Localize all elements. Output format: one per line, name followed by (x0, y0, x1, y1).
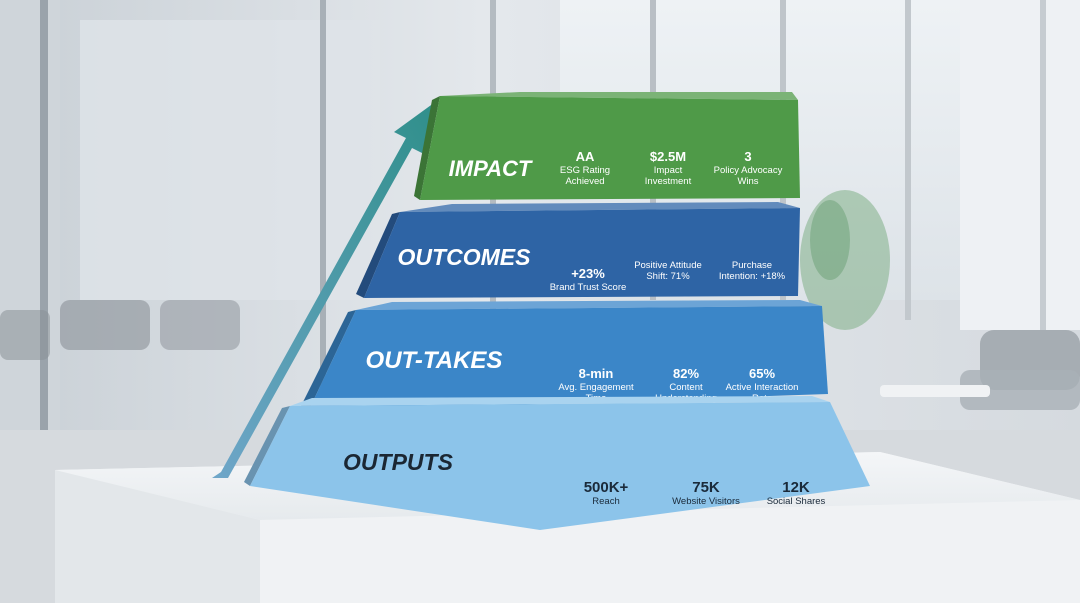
metric-value: AA (576, 149, 595, 164)
tier-top-face (290, 396, 830, 406)
metric-caption: Achieved (565, 176, 604, 187)
tier-outcomes: OUTCOMES +23%Brand Trust Score Positive At… (356, 202, 800, 298)
tier-side-face (300, 310, 356, 412)
tier-front-face (420, 96, 800, 200)
metric-caption: Purchase (732, 260, 772, 271)
tier-label: IMPACT (449, 156, 533, 181)
metric-caption: Content (669, 382, 703, 393)
growth-arrow (212, 100, 438, 478)
tier-top-face (440, 92, 798, 100)
metric-caption: Brand Trust Score (550, 282, 627, 293)
metric-caption: Avg. Engagement (558, 382, 634, 393)
metric-card: +23%Brand Trust Score (550, 266, 627, 293)
metric-caption: Reach (592, 496, 619, 507)
tier-top-face (400, 202, 800, 212)
tier-label: OUTPUTS (343, 449, 454, 475)
metric-caption: ESG Rating (560, 165, 610, 176)
metric-caption: Policy Advocacy (714, 165, 783, 176)
tier-top-face (356, 300, 822, 310)
tier-front-face (364, 208, 800, 298)
metric-value: $2.5M (650, 149, 686, 164)
metric-value: 8-min (579, 366, 614, 381)
metric-caption: Wins (737, 176, 758, 187)
metric-value: +23% (571, 266, 605, 281)
metric-value: 3 (744, 149, 751, 164)
metric-caption: Active Interaction (726, 382, 799, 393)
metric-value: 500K+ (584, 479, 629, 496)
metric-caption: Website Visitors (672, 496, 740, 507)
metric-caption: Positive Attitude (634, 260, 702, 271)
metric-value: 82% (673, 366, 699, 381)
metric-caption: Intention: +18% (719, 271, 786, 282)
metric-value: 75K (692, 479, 720, 496)
metric-caption: Shift: 71% (646, 271, 690, 282)
metric-value: 12K (782, 479, 810, 496)
tier-label: OUT-TAKES (366, 347, 503, 374)
tier-side-face (414, 96, 440, 200)
metric-caption: Social Shares (767, 496, 826, 507)
tier-front-face (308, 306, 828, 412)
metric-caption: Investment (645, 176, 692, 187)
metric-card: 500K+Reach (584, 479, 629, 507)
tier-front-face (250, 402, 870, 530)
tier-label: OUTCOMES (398, 244, 532, 270)
metric-caption: Impact (654, 165, 683, 176)
tier-side-face (244, 406, 290, 486)
tier-side-face (356, 212, 400, 298)
metric-value: 65% (749, 366, 775, 381)
